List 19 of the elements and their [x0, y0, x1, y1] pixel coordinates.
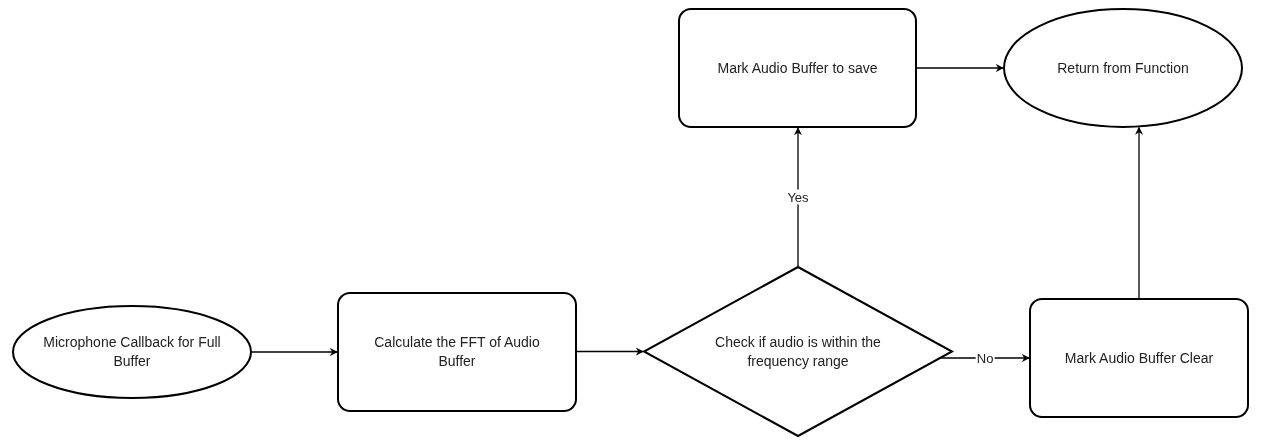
arrow	[1135, 126, 1143, 299]
arrow	[916, 64, 1004, 72]
decision-diamond	[643, 266, 953, 437]
terminal-ellipse	[12, 305, 252, 399]
process-box	[1029, 298, 1249, 418]
node-text: Calculate the FFT of Audio Buffer	[373, 333, 541, 371]
node-text: Mark Audio Buffer Clear	[1064, 348, 1214, 368]
terminal-ellipse	[1003, 8, 1243, 128]
arrow	[940, 354, 1030, 362]
process-box	[678, 8, 917, 128]
node-text: Mark Audio Buffer to save	[717, 58, 878, 78]
arrow	[794, 127, 802, 267]
node-text: Return from Function	[1057, 58, 1189, 78]
process-box	[337, 292, 577, 412]
node-text: Microphone Callback for Full Buffer	[42, 333, 222, 371]
edge-label: Yes	[786, 189, 810, 205]
node-text: Check if audio is within the frequency range	[714, 332, 882, 371]
arrow	[251, 348, 338, 356]
arrow	[576, 347, 644, 356]
